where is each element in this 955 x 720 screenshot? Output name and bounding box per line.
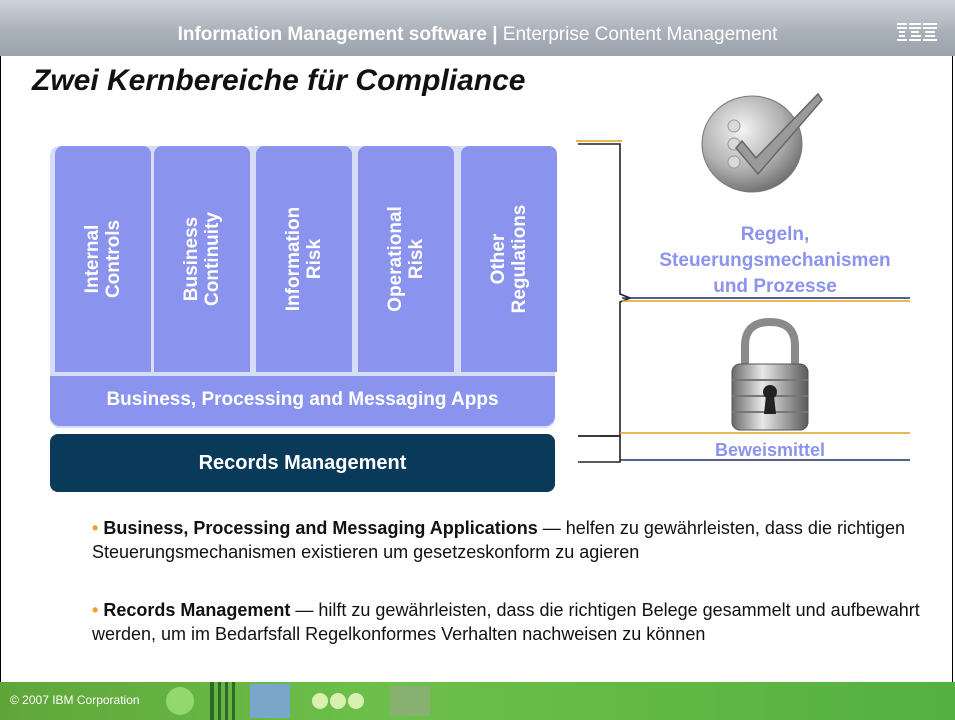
bullet-text: — helfen zu gewährleisten, dass die rich…	[92, 518, 905, 562]
pillar-information-risk: Information Risk	[256, 146, 352, 372]
bullet-text: — hilft zu gewährleisten, dass die richt…	[92, 600, 920, 644]
bullet-dot: •	[92, 518, 99, 538]
padlock-icon	[731, 317, 809, 431]
pillar-label: Business Continuity	[181, 212, 223, 306]
slide-title: Zwei Kernbereiche für Compliance	[32, 64, 526, 97]
bullet-item: • Business, Processing and Messaging App…	[92, 516, 922, 564]
header-bold-text: Information Management software |	[177, 24, 503, 45]
evidence-label: Beweismittel	[714, 440, 826, 460]
bullet-item: • Records Management — hilft zu gewährle…	[92, 598, 922, 646]
header-bar: Information Management software | Enterp…	[0, 0, 955, 56]
pillar-operational-risk: Operational Risk	[358, 146, 454, 372]
pillar-label: Internal Controls	[82, 219, 124, 299]
bracket-connector	[576, 140, 910, 463]
header-title: Information Management software | Enterp…	[0, 24, 955, 46]
checklist-icon	[701, 92, 823, 193]
bullet-dot: •	[92, 600, 99, 620]
pillar-business-continuity: Business Continuity	[154, 146, 250, 372]
records-management-bar: Records Management	[50, 434, 555, 492]
pillar-other-regulations: Other Regulations	[461, 146, 557, 372]
pillar-label: Other Regulations	[488, 204, 530, 314]
bullet-term: Records Management	[103, 600, 291, 620]
pillar-label: Information Risk	[283, 206, 325, 312]
rules-label-line-3: und Prozesse	[713, 276, 837, 297]
pillar-label: Operational Risk	[385, 206, 427, 312]
bullet-term: Business, Processing and Messaging Appli…	[103, 518, 538, 538]
footer-decoration	[166, 682, 430, 720]
pillar-internal-controls: Internal Controls	[55, 146, 151, 372]
rules-label-line-1: Regeln,	[740, 224, 810, 245]
rules-label: Regeln, Steuerungsmechanismen und Prozes…	[630, 222, 920, 300]
apps-bar: Business, Processing and Messaging Apps	[50, 376, 555, 426]
ibm-logo	[897, 23, 937, 41]
header-normal-text: Enterprise Content Management	[502, 24, 778, 45]
footer-bar: © 2007 IBM Corporation	[0, 682, 955, 720]
rules-label-line-2: Steuerungsmechanismen	[659, 250, 891, 271]
footer-copyright: © 2007 IBM Corporation	[10, 693, 140, 707]
